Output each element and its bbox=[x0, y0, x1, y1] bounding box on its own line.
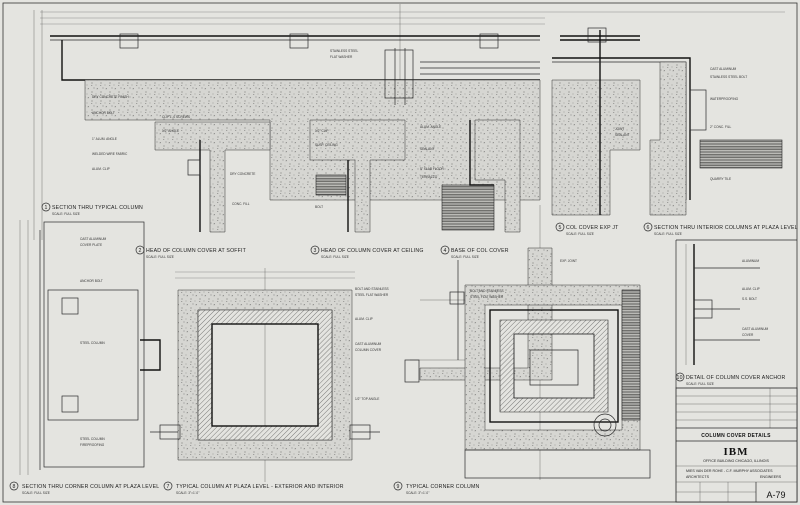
detail-9-typical-corner-column: BOLT AND STAINLESS STEEL FLAT WASHER EXP… bbox=[393, 205, 651, 495]
svg-text:COVER: COVER bbox=[742, 333, 754, 337]
svg-text:10: 10 bbox=[677, 375, 683, 381]
engineer-role: ENGINEERS bbox=[760, 475, 782, 479]
detail-10-column-cover-anchor: ALUMINUM ALUM. CLIP S.S. BOLT CAST ALUMI… bbox=[675, 239, 797, 388]
svg-text:ALUM. CLIP: ALUM. CLIP bbox=[92, 167, 110, 171]
svg-text:8: 8 bbox=[13, 484, 16, 490]
svg-text:CAST ALUMINUM: CAST ALUMINUM bbox=[742, 327, 768, 331]
svg-text:SCALE: FULL SIZE: SCALE: FULL SIZE bbox=[22, 491, 50, 495]
detail-3-head-at-ceiling: 1/2" CLIP SUSP. CEILING BOLT 3 HEAD OF C… bbox=[309, 119, 424, 259]
svg-text:SCALE: 3"=1'-0": SCALE: 3"=1'-0" bbox=[176, 491, 199, 495]
detail-7-typical-column-plan: BOLT AND STAINLESS STEEL FLAT WASHER ALU… bbox=[150, 268, 389, 495]
svg-text:STEEL COLUMN: STEEL COLUMN bbox=[80, 341, 105, 345]
svg-text:ALUM. ANGLE: ALUM. ANGLE bbox=[420, 125, 441, 129]
svg-text:COVER PLATE: COVER PLATE bbox=[80, 243, 102, 247]
svg-text:2" CONC. FILL: 2" CONC. FILL bbox=[710, 125, 732, 129]
svg-text:SUSP. CEILING: SUSP. CEILING bbox=[315, 143, 338, 147]
detail-8-title: SECTION THRU CORNER COLUMN AT PLAZA LEVE… bbox=[22, 484, 159, 490]
svg-text:1" ALUM. ANGLE: 1" ALUM. ANGLE bbox=[92, 137, 117, 141]
svg-text:3: 3 bbox=[314, 248, 317, 254]
svg-text:SCALE: FULL SIZE: SCALE: FULL SIZE bbox=[686, 382, 714, 386]
detail-4-base-of-col-cover: ALUM. ANGLE SEALANT 5" SLAB FLOOR TERRAZ… bbox=[420, 119, 521, 259]
svg-text:JOINT: JOINT bbox=[615, 127, 624, 131]
detail-6-interior-columns: CAST ALUMINUM STAINLESS STEEL BOLT WATER… bbox=[545, 11, 798, 236]
architect-name: MIES VAN DER ROHE - C.F. MURPHY ASSOCIAT… bbox=[686, 469, 773, 473]
svg-text:SCALE: FULL SIZE: SCALE: FULL SIZE bbox=[654, 232, 682, 236]
svg-text:COLUMN COVER: COLUMN COVER bbox=[355, 348, 382, 352]
detail-1-marker bbox=[41, 202, 51, 212]
svg-text:1/2" TOP ANGLE: 1/2" TOP ANGLE bbox=[355, 397, 379, 401]
title-block: COLUMN COVER DETAILS IBM OFFICE BUILDING… bbox=[675, 387, 798, 503]
svg-text:STEEL FLAT WASHER: STEEL FLAT WASHER bbox=[355, 293, 389, 297]
sheet-title: COLUMN COVER DETAILS bbox=[701, 433, 771, 439]
svg-text:2: 2 bbox=[139, 248, 142, 254]
detail-5-col-cover-exp-jt: JOINT SEALANT 5 COL COVER EXP JT SCALE: … bbox=[551, 27, 641, 236]
svg-text:BOLT: BOLT bbox=[315, 205, 323, 209]
svg-text:ANCHOR BOLT: ANCHOR BOLT bbox=[80, 279, 103, 283]
svg-text:CONC. FILL: CONC. FILL bbox=[232, 202, 250, 206]
svg-text:SCALE: FULL SIZE: SCALE: FULL SIZE bbox=[566, 232, 594, 236]
svg-text:1/2" CLIP: 1/2" CLIP bbox=[315, 129, 329, 133]
svg-text:9: 9 bbox=[397, 484, 400, 490]
detail-1-title: SECTION THRU TYPICAL COLUMN bbox=[52, 205, 143, 211]
detail-7-title: TYPICAL COLUMN AT PLAZA LEVEL - EXTERIOR… bbox=[176, 484, 344, 490]
detail-10-title: DETAIL OF COLUMN COVER ANCHOR bbox=[686, 375, 786, 381]
svg-text:ALUM. CLIP: ALUM. CLIP bbox=[355, 317, 373, 321]
detail-8-corner-column-section: CAST ALUMINUM COVER PLATE ANCHOR BOLT ST… bbox=[9, 220, 161, 495]
svg-text:DRY CONCRETE FINISH: DRY CONCRETE FINISH bbox=[92, 95, 129, 99]
detail-2-head-at-soffit: CLIP 1'-0 SCREWS 1/2" ANGLE DRY CONCRETE… bbox=[135, 115, 271, 259]
svg-text:SEALANT: SEALANT bbox=[420, 147, 435, 151]
svg-text:4: 4 bbox=[444, 248, 447, 254]
detail-1-number: 1 bbox=[45, 205, 48, 211]
svg-text:FIREPROOFING: FIREPROOFING bbox=[80, 443, 105, 447]
svg-text:5: 5 bbox=[559, 225, 562, 231]
company-logo: IBM bbox=[724, 446, 749, 458]
svg-text:CLIP 1'-0 SCREWS: CLIP 1'-0 SCREWS bbox=[162, 115, 190, 119]
svg-text:STAINLESS STEEL: STAINLESS STEEL bbox=[330, 49, 359, 53]
svg-text:DRY CONCRETE: DRY CONCRETE bbox=[230, 172, 255, 176]
svg-text:ANCHOR BOLT: ANCHOR BOLT bbox=[92, 111, 115, 115]
svg-text:BOLT AND STAINLESS: BOLT AND STAINLESS bbox=[470, 289, 504, 293]
svg-text:QUARRY TILE: QUARRY TILE bbox=[710, 177, 731, 181]
svg-text:WATERPROOFING: WATERPROOFING bbox=[710, 97, 739, 101]
svg-text:FLAT WASHER: FLAT WASHER bbox=[330, 55, 353, 59]
svg-text:EXP. JOINT: EXP. JOINT bbox=[560, 259, 577, 263]
detail-2-title: HEAD OF COLUMN COVER AT SOFFIT bbox=[146, 248, 247, 254]
svg-text:7: 7 bbox=[167, 484, 170, 490]
svg-text:CAST ALUMINUM: CAST ALUMINUM bbox=[710, 67, 736, 71]
svg-text:STAINLESS STEEL BOLT: STAINLESS STEEL BOLT bbox=[710, 75, 747, 79]
svg-text:TERRAZZO: TERRAZZO bbox=[420, 175, 438, 179]
svg-text:5" SLAB FLOOR: 5" SLAB FLOOR bbox=[420, 167, 445, 171]
svg-text:ALUMINUM: ALUMINUM bbox=[742, 259, 759, 263]
detail-5-title: COL COVER EXP JT bbox=[566, 225, 619, 231]
svg-text:SEALANT: SEALANT bbox=[615, 133, 630, 137]
svg-text:WELDED WIRE FABRIC: WELDED WIRE FABRIC bbox=[92, 152, 128, 156]
svg-text:SCALE: 3"=1'-0": SCALE: 3"=1'-0" bbox=[406, 491, 429, 495]
sheet-number: A-79 bbox=[766, 490, 785, 500]
svg-text:STEEL COLUMN: STEEL COLUMN bbox=[80, 437, 105, 441]
svg-text:CAST ALUMINUM: CAST ALUMINUM bbox=[80, 237, 106, 241]
detail-9-title: TYPICAL CORNER COLUMN bbox=[406, 484, 480, 490]
svg-text:CAST ALUMINUM: CAST ALUMINUM bbox=[355, 342, 381, 346]
detail-1-scale: SCALE: FULL SIZE bbox=[52, 212, 80, 216]
building-name: OFFICE BUILDING CHICAGO, ILLINOIS bbox=[703, 459, 769, 463]
svg-text:1/2" ANGLE: 1/2" ANGLE bbox=[162, 129, 179, 133]
svg-text:SCALE: FULL SIZE: SCALE: FULL SIZE bbox=[451, 255, 479, 259]
detail-6-title: SECTION THRU INTERIOR COLUMNS AT PLAZA L… bbox=[654, 225, 798, 231]
svg-text:6: 6 bbox=[647, 225, 650, 231]
svg-text:BOLT AND STAINLESS: BOLT AND STAINLESS bbox=[355, 287, 389, 291]
svg-text:S.S. BOLT: S.S. BOLT bbox=[742, 297, 757, 301]
architect-role: ARCHITECTS bbox=[686, 475, 710, 479]
detail-3-title: HEAD OF COLUMN COVER AT CEILING bbox=[321, 248, 424, 254]
svg-text:SCALE: FULL SIZE: SCALE: FULL SIZE bbox=[321, 255, 349, 259]
svg-text:STEEL FLAT WASHER: STEEL FLAT WASHER bbox=[470, 295, 504, 299]
svg-text:ALUM. CLIP: ALUM. CLIP bbox=[742, 287, 760, 291]
detail-4-title: BASE OF COL COVER bbox=[451, 248, 509, 254]
svg-text:SCALE: FULL SIZE: SCALE: FULL SIZE bbox=[146, 255, 174, 259]
